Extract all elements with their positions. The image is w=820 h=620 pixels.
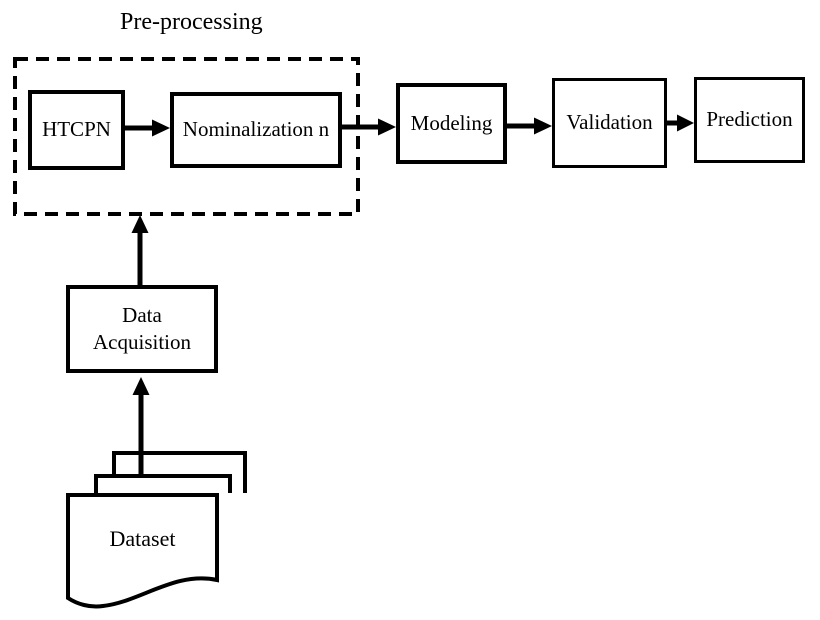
node-data-acquisition: Data Acquisition	[66, 285, 218, 373]
dataset-page-front	[66, 493, 219, 609]
node-data-acquisition-label: Data Acquisition	[93, 302, 191, 354]
node-modeling-label: Modeling	[410, 110, 493, 135]
node-nominalization-label: Nominalization n	[182, 117, 330, 142]
node-validation-label: Validation	[566, 110, 653, 135]
arrow-data-acquisition-to-preprocessing	[131, 215, 149, 285]
node-htcpn-label: HTCPN	[42, 117, 111, 142]
node-prediction-label: Prediction	[706, 107, 793, 132]
arrow-dataset-to-data-acquisition	[132, 377, 150, 476]
arrow-nominalization-to-modeling	[342, 118, 396, 136]
node-validation: Validation	[552, 78, 667, 168]
node-prediction: Prediction	[694, 77, 805, 163]
node-nominalization: Nominalization n	[170, 92, 342, 168]
node-dataset-label: Dataset	[109, 526, 176, 551]
preprocessing-label: Pre-processing	[120, 9, 263, 35]
preprocessing-group-border	[13, 57, 360, 216]
arrow-modeling-to-validation	[507, 117, 552, 135]
arrow-validation-to-prediction	[667, 114, 694, 132]
node-htcpn: HTCPN	[28, 90, 125, 170]
dataset-page-middle	[94, 474, 232, 495]
arrow-htcpn-to-nominalization	[125, 119, 170, 137]
dataset-page-back	[112, 451, 247, 493]
node-modeling: Modeling	[396, 83, 507, 164]
